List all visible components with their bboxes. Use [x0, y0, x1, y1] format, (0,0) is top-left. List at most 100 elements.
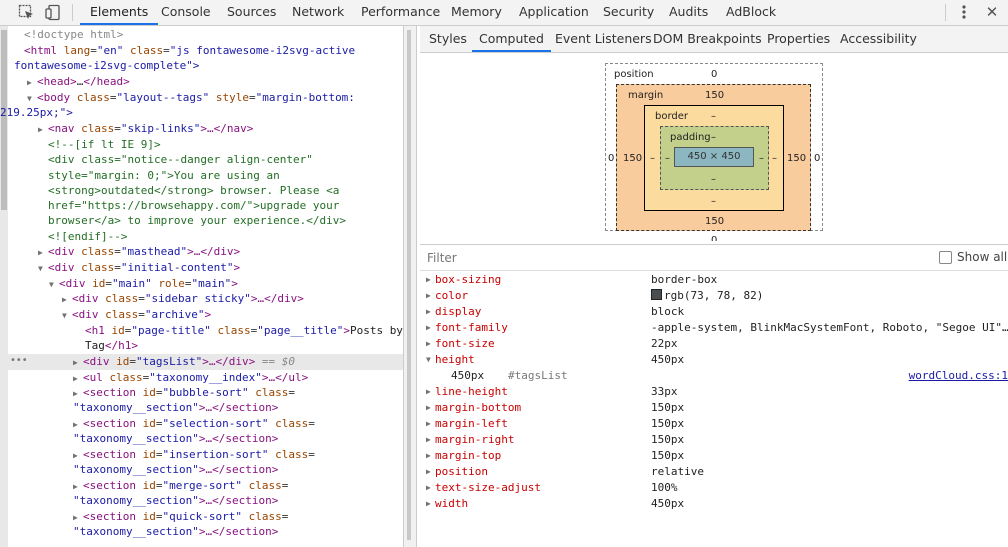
splitter-scroll-thumb[interactable]: [407, 30, 411, 540]
tab-application[interactable]: Application: [519, 4, 589, 19]
tab-computed[interactable]: Computed: [472, 26, 551, 52]
expand-triangle-icon[interactable]: ▶: [426, 499, 431, 508]
tab-sources[interactable]: Sources: [227, 4, 277, 19]
dom-line[interactable]: ▶<ul class="taxonomy__index">…</ul>: [73, 371, 309, 384]
source-link[interactable]: wordCloud.css:1: [908, 369, 1008, 382]
expand-triangle-icon[interactable]: ▶: [426, 291, 431, 300]
show-all-checkbox[interactable]: [939, 251, 952, 264]
filter-input[interactable]: [425, 248, 829, 268]
dom-line[interactable]: "taxonomy__section">…</section>: [73, 524, 278, 539]
dom-line[interactable]: "taxonomy__section">…</section>: [73, 462, 278, 477]
collapse-triangle-icon[interactable]: ▼: [38, 264, 43, 273]
tab-network[interactable]: Network: [292, 4, 345, 19]
expand-triangle-icon[interactable]: ▶: [426, 275, 431, 284]
collapse-triangle-icon[interactable]: ▼: [49, 280, 54, 289]
tab-memory[interactable]: Memory: [451, 4, 502, 19]
dom-line[interactable]: <!doctype html>: [24, 27, 123, 42]
expand-triangle-icon[interactable]: ▶: [62, 295, 67, 304]
expand-triangle-icon[interactable]: ▶: [426, 323, 431, 332]
dom-line[interactable]: <!--[if lt IE 9]>: [48, 137, 161, 152]
dom-line[interactable]: href="https://browsehappy.com/">upgrade …: [48, 198, 339, 213]
expand-triangle-icon[interactable]: ▶: [73, 389, 78, 398]
expand-triangle-icon[interactable]: ▶: [426, 451, 431, 460]
dom-line[interactable]: ▶<head>…</head>: [27, 74, 130, 89]
scrollbar-thumb[interactable]: [1, 30, 7, 210]
node-actions-icon[interactable]: •••: [10, 355, 28, 366]
color-swatch[interactable]: [651, 289, 662, 300]
dom-line[interactable]: style="margin: 0;">You are using an: [48, 168, 280, 183]
expand-triangle-icon[interactable]: ▶: [73, 358, 78, 367]
tab-dom-breakpoints[interactable]: DOM Breakpoints: [653, 31, 762, 46]
dom-line[interactable]: ▶<div class="sidebar sticky">…</div>: [62, 292, 304, 305]
inspect-element-icon[interactable]: [18, 4, 35, 21]
dom-line[interactable]: <h1 id="page-title" class="page__title">…: [85, 324, 403, 337]
expand-triangle-icon[interactable]: ▶: [73, 513, 78, 522]
dom-line[interactable]: ▶<section id="merge-sort" class=: [73, 479, 289, 492]
dom-line[interactable]: <html lang="en" class="js fontawesome-i2…: [24, 44, 356, 57]
tab-event-listeners[interactable]: Event Listeners: [555, 31, 652, 46]
expand-triangle-icon[interactable]: ▶: [38, 125, 43, 134]
collapse-triangle-icon[interactable]: ▼: [27, 94, 32, 103]
dom-line[interactable]: ▶<div class="masthead">…</div>: [38, 245, 241, 258]
dom-line[interactable]: ▶<section id="insertion-sort" class=: [73, 448, 315, 461]
tab-adblock[interactable]: AdBlock: [726, 4, 777, 19]
expand-triangle-icon[interactable]: ▶: [426, 483, 431, 492]
expand-triangle-icon[interactable]: ▶: [426, 419, 431, 428]
collapse-triangle-icon[interactable]: ▼: [426, 355, 431, 364]
device-toolbar-icon[interactable]: [45, 4, 62, 21]
tab-audits[interactable]: Audits: [669, 4, 709, 19]
dom-line[interactable]: ▶<section id="quick-sort" class=: [73, 510, 289, 523]
expand-triangle-icon[interactable]: ▶: [426, 467, 431, 476]
expand-triangle-icon[interactable]: ▶: [426, 387, 431, 396]
tab-console[interactable]: Console: [161, 4, 211, 19]
dom-line[interactable]: ▶<section id="selection-sort" class=: [73, 417, 315, 430]
expand-triangle-icon[interactable]: ▶: [426, 307, 431, 316]
dom-line-selected[interactable]: ▶<div id="tagsList">…</div> == $0: [73, 355, 295, 368]
dom-line[interactable]: <strong>outdated</strong> browser. Pleas…: [48, 183, 339, 198]
dom-line[interactable]: 219.25px;">: [0, 105, 73, 120]
expand-triangle-icon[interactable]: ▶: [73, 482, 78, 491]
dom-line[interactable]: "taxonomy__section">…</section>: [73, 493, 278, 508]
dom-line[interactable]: Tag</h1>: [85, 338, 138, 353]
dom-line[interactable]: browser</a> to improve your experience.<…: [48, 213, 346, 228]
expand-triangle-icon[interactable]: ▶: [73, 420, 78, 429]
dom-line[interactable]: "taxonomy__section">…</section>: [73, 431, 278, 446]
tab-accessibility[interactable]: Accessibility: [840, 31, 917, 46]
computed-property-row[interactable]: ▶font-family-apple-system, BlinkMacSyste…: [420, 320, 1008, 336]
dom-line[interactable]: ▼<div class="archive">: [62, 308, 212, 321]
expand-triangle-icon[interactable]: ▶: [73, 451, 78, 460]
collapse-triangle-icon[interactable]: ▼: [62, 311, 67, 320]
dom-line[interactable]: ▶<nav class="skip-links">…</nav>: [38, 122, 254, 135]
expand-triangle-icon[interactable]: ▶: [426, 339, 431, 348]
more-options-icon[interactable]: [960, 3, 968, 21]
dom-line[interactable]: "taxonomy__section">…</section>: [73, 400, 278, 415]
box-content[interactable]: 450 × 450: [674, 147, 754, 167]
expand-triangle-icon[interactable]: ▶: [27, 78, 32, 87]
dom-line[interactable]: ▼<div id="main" role="main">: [49, 277, 238, 290]
expand-triangle-icon[interactable]: ▶: [426, 403, 431, 412]
tab-security[interactable]: Security: [603, 4, 655, 19]
tab-styles[interactable]: Styles: [429, 31, 467, 46]
expand-triangle-icon[interactable]: ▶: [426, 435, 431, 444]
dom-line[interactable]: ▼<body class="layout--tags" style="margi…: [27, 91, 355, 104]
tab-properties[interactable]: Properties: [767, 31, 831, 46]
show-all-label[interactable]: Show all: [957, 250, 1008, 264]
close-icon[interactable]: ✕: [985, 3, 999, 21]
tab-elements[interactable]: Elements: [80, 0, 159, 25]
dom-line[interactable]: ▼<div class="initial-content">: [38, 261, 241, 274]
dom-line[interactable]: fontawesome-i2svg-complete">: [14, 58, 199, 73]
dom-tree-scrollbar[interactable]: [0, 26, 8, 547]
dom-line[interactable]: <div class="notice--danger align-center": [48, 152, 313, 167]
